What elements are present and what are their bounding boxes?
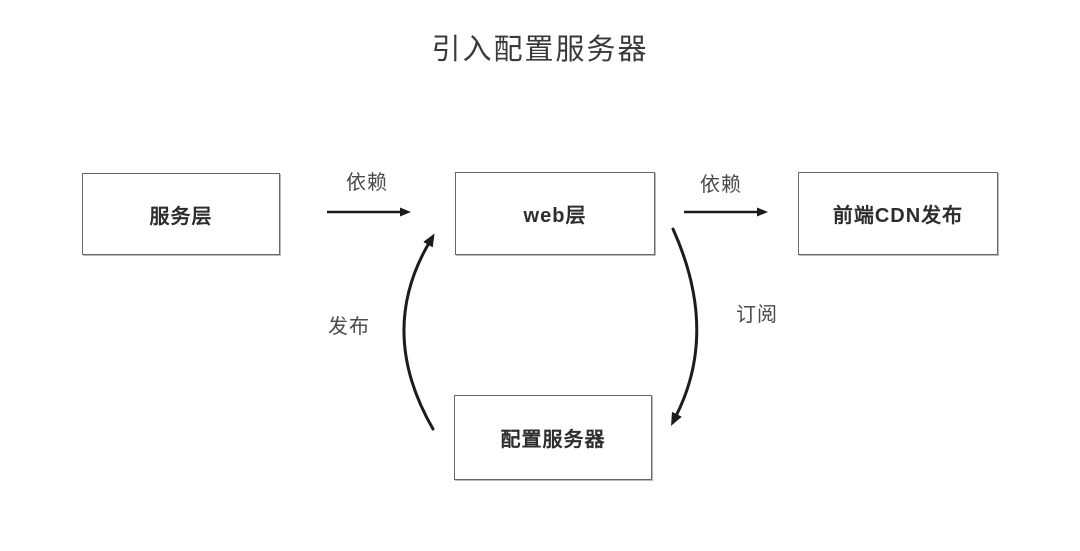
node-web-layer: web层 xyxy=(455,172,655,255)
edge-label-depend-2: 依赖 xyxy=(700,174,742,196)
diagram-title: 引入配置服务器 xyxy=(431,34,649,66)
node-service-layer-label: 服务层 xyxy=(149,205,213,228)
subscribe-arrow xyxy=(671,227,699,426)
node-web-layer-label: web层 xyxy=(523,205,587,227)
publish-arrow xyxy=(402,233,435,431)
node-config-server: 配置服务器 xyxy=(454,395,652,480)
node-config-server-label: 配置服务器 xyxy=(500,429,606,451)
edge-label-depend-1: 依赖 xyxy=(346,172,388,194)
node-frontend-cdn-label: 前端CDN发布 xyxy=(832,205,964,227)
edge-label-subscribe: 订阅 xyxy=(736,304,778,326)
edge-label-publish: 发布 xyxy=(328,316,370,338)
node-frontend-cdn: 前端CDN发布 xyxy=(798,172,998,255)
node-service-layer: 服务层 xyxy=(82,173,280,255)
